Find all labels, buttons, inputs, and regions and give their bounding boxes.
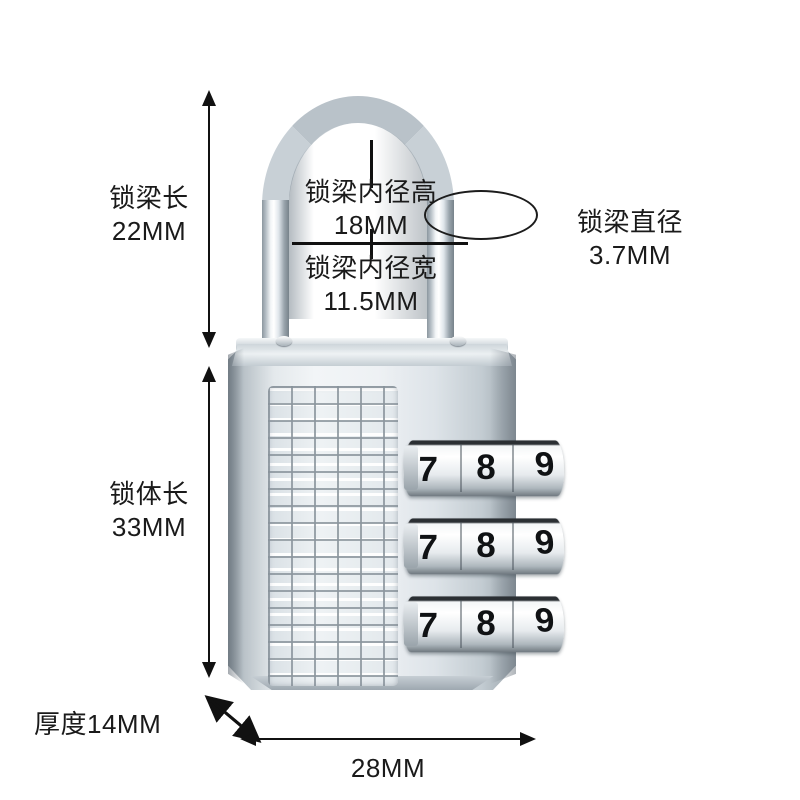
inner-height-leader-line: [370, 140, 373, 188]
inner-width-leader-tick: [370, 229, 373, 259]
shackle-inner-height-label: 锁梁内径高 18MM: [248, 176, 494, 243]
dial-1-digit-1: 7: [417, 450, 439, 489]
combination-dial-2[interactable]: 7 8 9: [403, 518, 565, 575]
thickness-label: 厚度14MM: [34, 708, 161, 741]
dial-3-digit-3: 9: [532, 601, 556, 640]
shackle-inner-width-value: 11.5MM: [323, 286, 419, 317]
body-length-arrow-bottom: [202, 662, 216, 678]
shackle-leg-left: [262, 200, 289, 350]
body-length-dimension-line: [208, 376, 210, 668]
shackle-diameter-label-text: 锁梁直径: [576, 207, 683, 237]
body-length-value: 33MM: [111, 512, 187, 543]
dial-3-digit-2: 8: [476, 604, 496, 643]
shackle-length-value: 22MM: [111, 216, 187, 247]
shackle-length-label-text: 锁梁长: [109, 183, 189, 213]
shackle-inner-width-label: 锁梁内径宽 11.5MM: [248, 252, 494, 319]
shackle-inner-height-value: 18MM: [333, 210, 409, 241]
shackle-length-arrow-top: [202, 90, 216, 106]
inner-width-dimension-line: [292, 242, 468, 245]
dial-2-digit-2: 8: [476, 526, 496, 565]
combination-dial-3[interactable]: 7 8 9: [403, 596, 565, 653]
thickness-dimension-arrow: [204, 695, 262, 743]
shackle-length-dimension-line: [208, 100, 210, 338]
shackle-length-label: 锁梁长 22MM: [84, 182, 214, 249]
rivet-right: [450, 336, 466, 346]
thickness-label-text: 厚度14MM: [34, 709, 162, 739]
shackle-inner-width-label-text: 锁梁内径宽: [304, 253, 438, 283]
width-value: 28MM: [350, 753, 426, 783]
lock-body-top-plate: [232, 344, 512, 366]
body-length-label-text: 锁体长: [109, 479, 189, 509]
combination-dial-1[interactable]: 7 8 9: [403, 440, 565, 497]
body-length-label: 锁体长 33MM: [84, 478, 214, 545]
width-dimension-line: [252, 738, 524, 740]
shackle-length-arrow-bottom: [202, 332, 216, 348]
body-grip-texture: [268, 386, 398, 686]
shackle-diameter-value: 3.7MM: [589, 240, 671, 271]
width-label: 28MM: [308, 752, 468, 785]
body-length-arrow-top: [202, 366, 216, 382]
shackle-diameter-label: 锁梁直径 3.7MM: [540, 206, 720, 273]
shackle-diameter-callout-ellipse: [424, 190, 538, 240]
dial-3-digit-1: 7: [417, 606, 439, 645]
width-arrow-right: [520, 732, 536, 746]
rivet-left: [276, 336, 292, 346]
width-arrow-left: [240, 732, 256, 746]
dial-1-digit-2: 8: [476, 448, 496, 487]
dial-1-digit-3: 9: [532, 445, 556, 484]
lock-body-left-shading: [228, 348, 244, 684]
dial-2-digit-3: 9: [532, 523, 556, 562]
shackle-inner-height-label-text: 锁梁内径高: [304, 177, 438, 207]
dial-2-digit-1: 7: [417, 528, 439, 567]
